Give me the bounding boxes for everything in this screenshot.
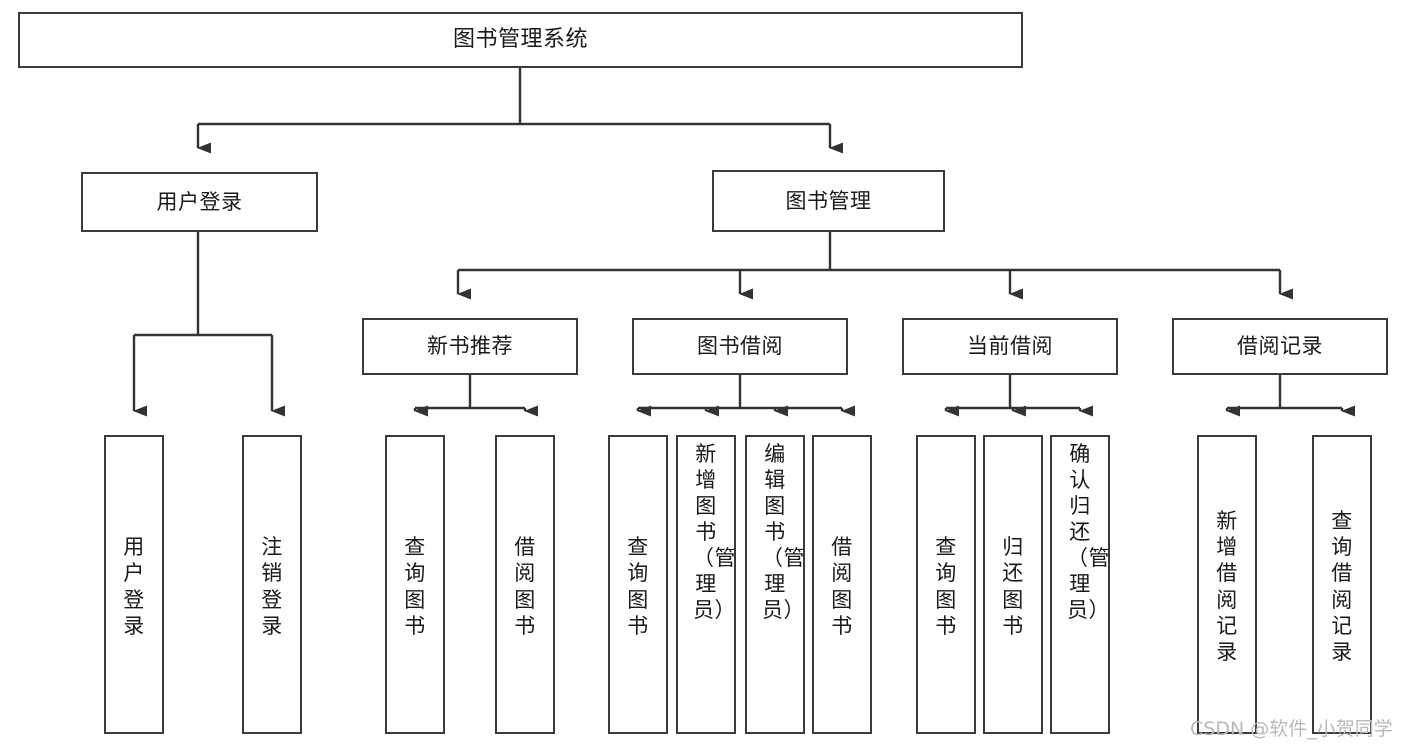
node-label: 确认归还（管理员） (1067, 442, 1110, 623)
node-label: 用户登录 (156, 189, 243, 214)
leaf-add-borrow-record[interactable]: 新增借阅记录 (1197, 435, 1257, 734)
node-label: 查询图书 (627, 535, 649, 638)
leaf-query-book-current[interactable]: 查询图书 (916, 435, 976, 734)
node-current-borrow[interactable]: 当前借阅 (902, 318, 1118, 375)
leaf-add-book-admin[interactable]: 新增图书（管理员） (676, 435, 736, 734)
node-label: 查询图书 (404, 535, 426, 638)
csdn-watermark: CSDN @软件_小贺同学 (1190, 718, 1393, 740)
node-label: 借阅记录 (1237, 334, 1323, 358)
node-book-management[interactable]: 图书管理 (712, 170, 945, 232)
leaf-confirm-return-admin[interactable]: 确认归还（管理员） (1050, 435, 1110, 734)
node-label: 归还图书 (1002, 535, 1024, 638)
node-label: 编辑图书（管理员） (762, 442, 805, 623)
leaf-logout-login[interactable]: 注销登录 (242, 435, 302, 734)
node-label: 新增借阅记录 (1216, 509, 1238, 664)
leaf-return-book[interactable]: 归还图书 (983, 435, 1043, 734)
node-label: 当前借阅 (967, 334, 1053, 358)
leaf-query-book-recommend[interactable]: 查询图书 (385, 435, 445, 734)
node-label: 查询图书 (935, 535, 957, 638)
node-label: 用户登录 (123, 535, 145, 638)
node-label: 图书管理 (785, 188, 872, 213)
node-label: 查询借阅记录 (1331, 509, 1353, 664)
leaf-borrow-book-borrow[interactable]: 借阅图书 (812, 435, 872, 734)
node-label: 借阅图书 (514, 535, 536, 638)
leaf-query-borrow-record[interactable]: 查询借阅记录 (1312, 435, 1372, 734)
node-label: 借阅图书 (831, 535, 853, 638)
leaf-query-book-borrow[interactable]: 查询图书 (608, 435, 668, 734)
node-borrow-record[interactable]: 借阅记录 (1172, 318, 1388, 375)
node-book-borrow[interactable]: 图书借阅 (632, 318, 848, 375)
node-label: 注销登录 (261, 535, 283, 638)
leaf-edit-book-admin[interactable]: 编辑图书（管理员） (745, 435, 805, 734)
node-label: 图书管理系统 (452, 27, 588, 52)
leaf-user-login[interactable]: 用户登录 (104, 435, 164, 734)
node-user-login[interactable]: 用户登录 (81, 172, 318, 232)
node-label: 图书借阅 (697, 334, 783, 358)
node-label: 新书推荐 (427, 334, 513, 358)
node-root-book-management-system[interactable]: 图书管理系统 (18, 12, 1023, 68)
leaf-borrow-book-recommend[interactable]: 借阅图书 (495, 435, 555, 734)
node-label: 新增图书（管理员） (693, 442, 736, 623)
node-new-book-recommend[interactable]: 新书推荐 (362, 318, 578, 375)
